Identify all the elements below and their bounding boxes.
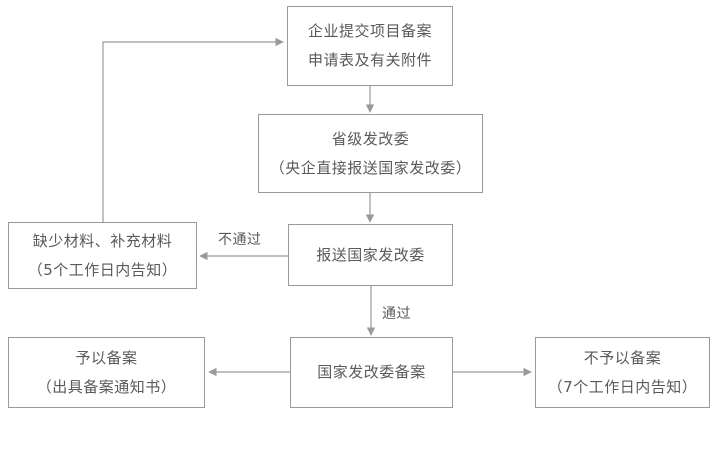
node-report-to-national-ndrc[interactable]: 报送国家发改委	[288, 224, 453, 286]
node-submit-line1: 企业提交项目备案	[307, 22, 432, 40]
node-rejected-filing[interactable]: 不予以备案 （7个工作日内告知）	[535, 337, 710, 408]
node-reject-line1: 不予以备案	[583, 348, 662, 367]
node-national-ndrc-filing[interactable]: 国家发改委备案	[290, 337, 453, 408]
node-provincial-line2: （央企直接报送国家发改委）	[269, 158, 472, 177]
node-provincial-line1: 省级发改委	[331, 129, 410, 148]
node-approved-filing[interactable]: 予以备案 （出具备案通知书）	[8, 337, 205, 408]
node-approve-line1: 予以备案	[75, 348, 138, 367]
node-missing-line2: （5个工作日内告知）	[27, 260, 178, 279]
node-missing-materials[interactable]: 缺少材料、补充材料 （5个工作日内告知）	[8, 222, 197, 289]
node-missing-line1: 缺少材料、补充材料	[32, 231, 173, 250]
node-approve-line2: （出具备案通知书）	[36, 377, 177, 396]
node-filing-line1: 国家发改委备案	[317, 363, 426, 381]
edge-label-pass: 通过	[382, 306, 411, 322]
node-submit-line2: 申请表及有关附件	[307, 51, 432, 69]
node-reject-line2: （7个工作日内告知）	[547, 377, 698, 396]
node-report-line1: 报送国家发改委	[316, 245, 425, 264]
node-submit-application[interactable]: 企业提交项目备案 申请表及有关附件	[287, 6, 453, 86]
edge-label-fail: 不通过	[218, 232, 262, 248]
connector-missing-to-submit	[102, 37, 284, 222]
node-provincial-ndrc[interactable]: 省级发改委 （央企直接报送国家发改委）	[258, 114, 483, 193]
